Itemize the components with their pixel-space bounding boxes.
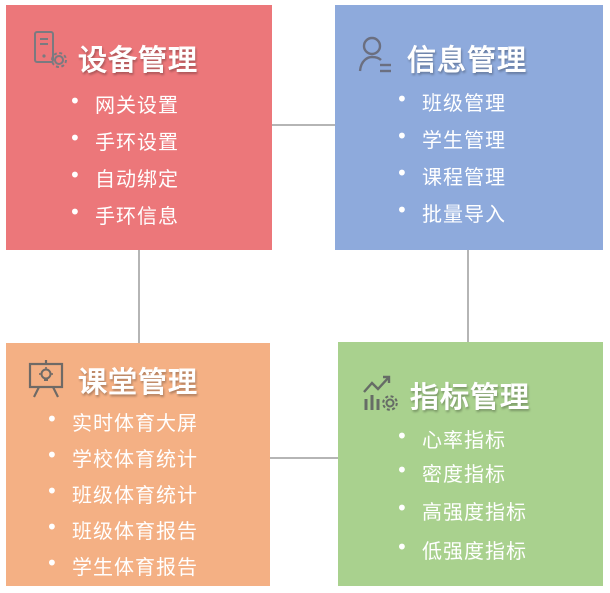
- list-item: 课程管理: [396, 161, 506, 198]
- card-title: 设备管理: [78, 43, 199, 77]
- device-settings-icon: [34, 31, 67, 68]
- list-item: 网关设置: [69, 89, 179, 126]
- list-item: 实时体育大屏: [46, 407, 198, 443]
- chart-settings-icon: [363, 375, 398, 411]
- list-item: 密度指标: [396, 458, 527, 496]
- connector-bottom: [270, 457, 338, 459]
- card-title: 信息管理: [407, 43, 528, 77]
- card-item-list: 网关设置 手环设置 自动绑定 手环信息: [69, 89, 179, 237]
- list-item: 学生管理: [396, 124, 506, 161]
- list-item: 学校体育统计: [46, 443, 198, 479]
- list-item: 手环信息: [69, 200, 179, 237]
- card-classroom-management: 课堂管理 实时体育大屏 学校体育统计 班级体育统计 班级体育报告 学生体育报告: [6, 343, 270, 586]
- list-item: 学生体育报告: [46, 551, 198, 587]
- list-item: 班级体育统计: [46, 479, 198, 515]
- list-item: 批量导入: [396, 198, 506, 235]
- card-info-management: 信息管理 班级管理 学生管理 课程管理 批量导入: [335, 5, 603, 250]
- card-item-list: 班级管理 学生管理 课程管理 批量导入: [396, 87, 506, 235]
- list-item: 班级体育报告: [46, 515, 198, 551]
- card-item-list: 实时体育大屏 学校体育统计 班级体育统计 班级体育报告 学生体育报告: [46, 407, 198, 587]
- presentation-icon: [28, 360, 64, 398]
- list-item: 低强度指标: [396, 535, 527, 571]
- list-item: 班级管理: [396, 87, 506, 124]
- card-indicator-management: 指标管理 心率指标 密度指标 高强度指标 低强度指标: [338, 342, 603, 586]
- connector-right: [467, 250, 469, 343]
- card-title: 课堂管理: [78, 365, 199, 399]
- connector-top: [270, 124, 336, 126]
- list-item: 自动绑定: [69, 163, 179, 200]
- user-info-icon: [358, 36, 391, 73]
- list-item: 手环设置: [69, 126, 179, 163]
- card-device-management: 设备管理 网关设置 手环设置 自动绑定 手环信息: [6, 5, 272, 250]
- card-item-list: 心率指标 密度指标 高强度指标 低强度指标: [396, 424, 527, 571]
- list-item: 高强度指标: [396, 496, 527, 535]
- connector-left: [138, 250, 140, 343]
- card-title: 指标管理: [410, 380, 531, 414]
- list-item: 心率指标: [396, 424, 527, 458]
